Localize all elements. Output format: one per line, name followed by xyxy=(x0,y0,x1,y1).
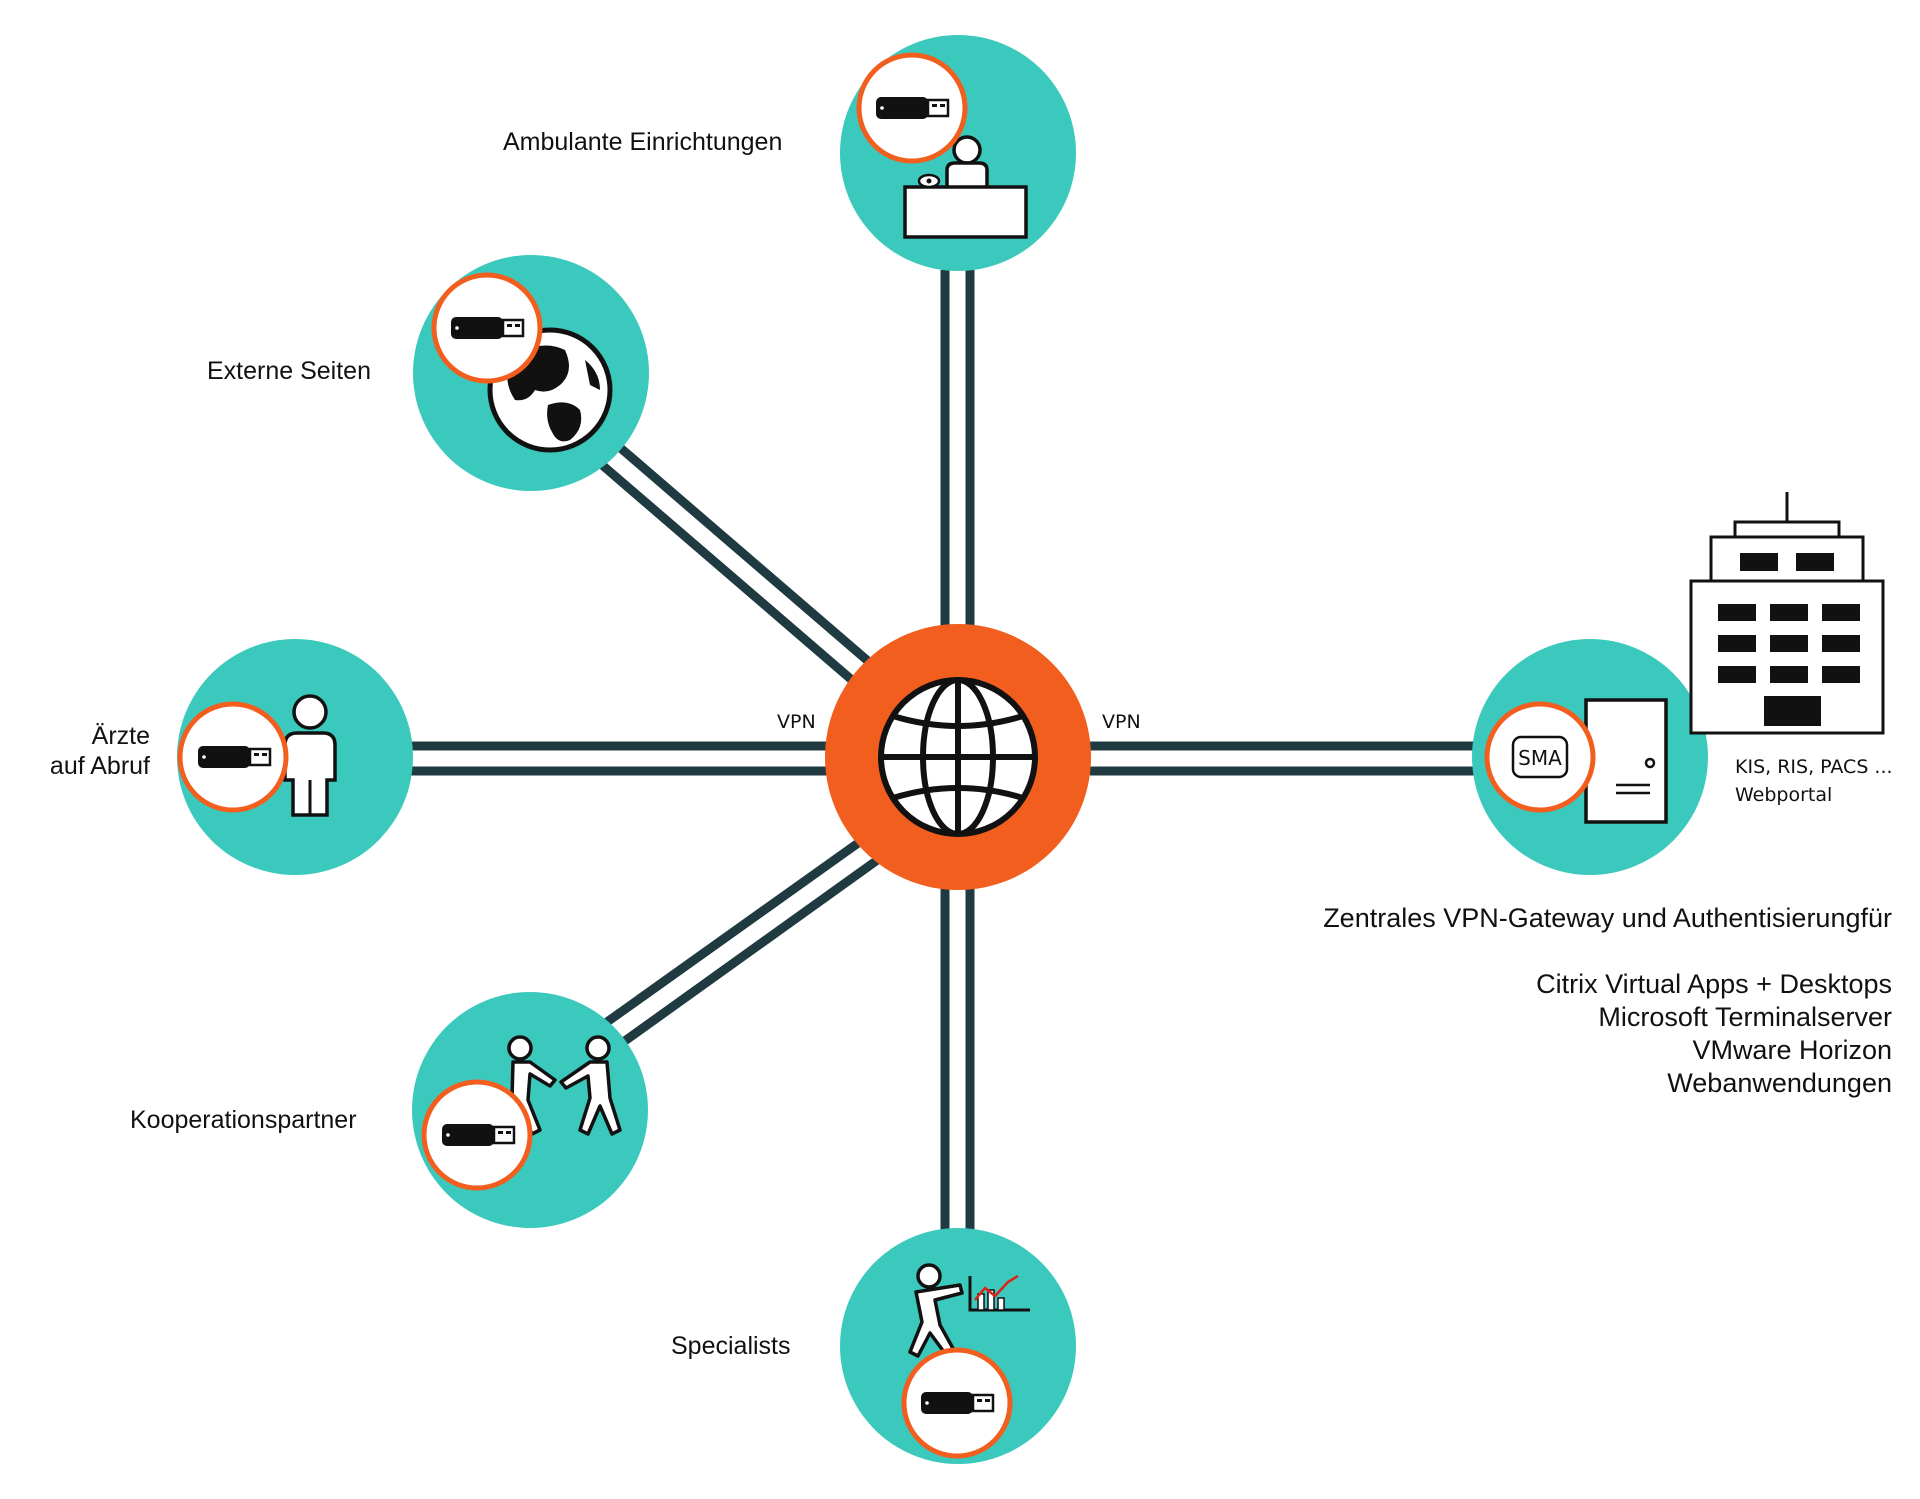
gateway-product-item: Citrix Virtual Apps + Desktops xyxy=(1536,969,1892,999)
sma-badge: SMA xyxy=(1484,701,1596,813)
connection-specialists xyxy=(940,880,975,1250)
hospital-caption: KIS, RIS, PACS ... Webportal xyxy=(1735,756,1893,807)
node-gateway[interactable]: SMA xyxy=(1472,639,1708,875)
node-aerzte[interactable] xyxy=(177,639,413,875)
label-extern: Externe Seiten xyxy=(207,357,371,385)
label-kooperation: Kooperationspartner xyxy=(130,1106,357,1134)
gateway-product-item: VMware Horizon xyxy=(1692,1035,1892,1065)
label-ambulante: Ambulante Einrichtungen xyxy=(503,128,783,156)
connection-aerzte xyxy=(400,741,830,776)
person-icon xyxy=(283,694,337,817)
usb-badge xyxy=(431,272,543,384)
node-specialists[interactable] xyxy=(840,1228,1076,1464)
reception-desk-icon xyxy=(903,135,1028,239)
node-extern[interactable] xyxy=(413,255,649,491)
usb-badge xyxy=(421,1079,533,1191)
sma-label: SMA xyxy=(1518,746,1562,770)
usb-badge xyxy=(901,1347,1013,1459)
node-kooperation[interactable] xyxy=(412,992,648,1228)
gateway-title: Zentrales VPN-Gateway und Authentisierun… xyxy=(1323,903,1892,933)
label-specialists: Specialists xyxy=(671,1332,791,1360)
internet-globe-icon xyxy=(878,677,1038,837)
hospital-caption-line2: Webportal xyxy=(1735,784,1833,807)
hospital-caption-line1: KIS, RIS, PACS ... xyxy=(1735,756,1893,778)
hospital-building-icon xyxy=(1689,492,1885,735)
hub[interactable] xyxy=(825,624,1091,890)
label-aerzte-line2: auf Abruf xyxy=(49,751,150,780)
connection-ambulante xyxy=(940,270,975,640)
node-ambulante[interactable] xyxy=(840,35,1076,271)
gateway-products: Citrix Virtual Apps + Desktops Microsoft… xyxy=(1536,968,1892,1100)
connection-kooperation xyxy=(597,832,886,1052)
vpn-label-left: VPN xyxy=(777,711,816,733)
server-tower-icon xyxy=(1584,698,1668,824)
gateway-product-item: Webanwendungen xyxy=(1667,1068,1892,1098)
connection-gateway xyxy=(1090,741,1490,776)
usb-badge xyxy=(856,52,968,164)
label-aerzte: Ärzte auf Abruf xyxy=(20,722,150,781)
usb-badge xyxy=(177,701,289,813)
vpn-label-right: VPN xyxy=(1102,711,1141,733)
label-aerzte-line1: Ärzte xyxy=(91,722,150,750)
connection-extern xyxy=(598,441,886,697)
gateway-product-item: Microsoft Terminalserver xyxy=(1598,1002,1892,1032)
